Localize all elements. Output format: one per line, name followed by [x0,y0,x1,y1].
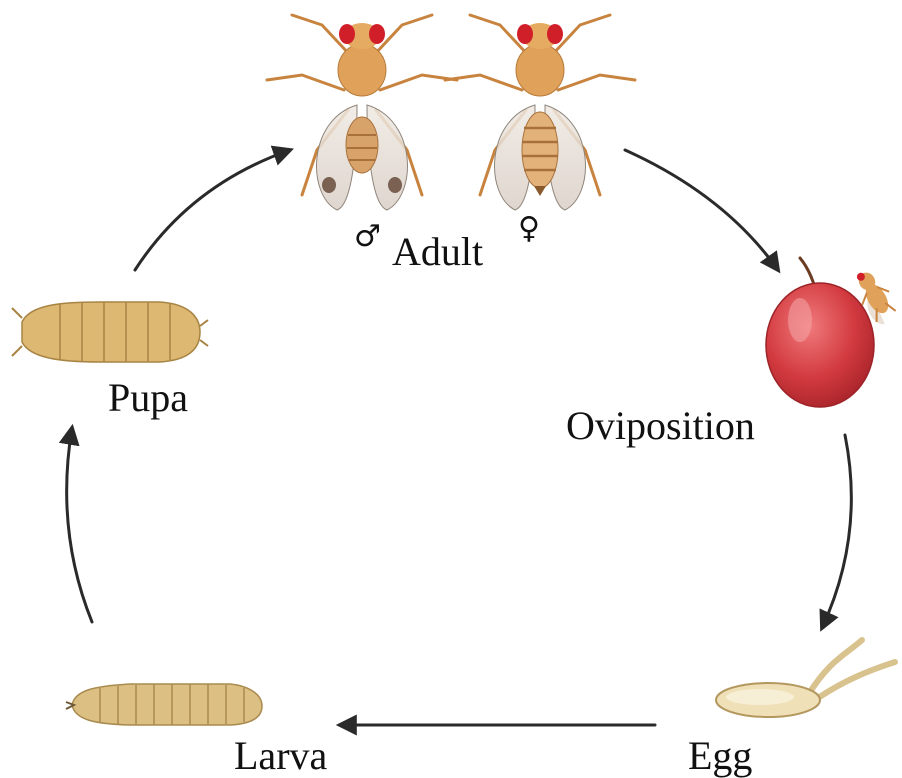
adult-label: Adult [392,232,483,272]
larva-illustration [66,684,262,725]
arrow-adult-to-oviposition [625,150,778,270]
pupa-label: Pupa [108,378,188,418]
oviposition-label: Oviposition [566,406,755,446]
fruit-illustration [766,258,874,407]
female-symbol: ♀ [518,214,540,244]
male-fly-illustration [267,15,457,210]
arrow-oviposition-to-egg [822,435,851,628]
arrow-pupa-to-adult [135,150,290,270]
female-fly-illustration [445,15,635,210]
male-symbol: ♂ [354,222,381,252]
larva-label: Larva [234,736,327,776]
arrow-larva-to-pupa [67,428,92,622]
pupa-illustration [12,302,208,362]
egg-illustration [716,640,895,717]
egg-label: Egg [688,736,752,776]
